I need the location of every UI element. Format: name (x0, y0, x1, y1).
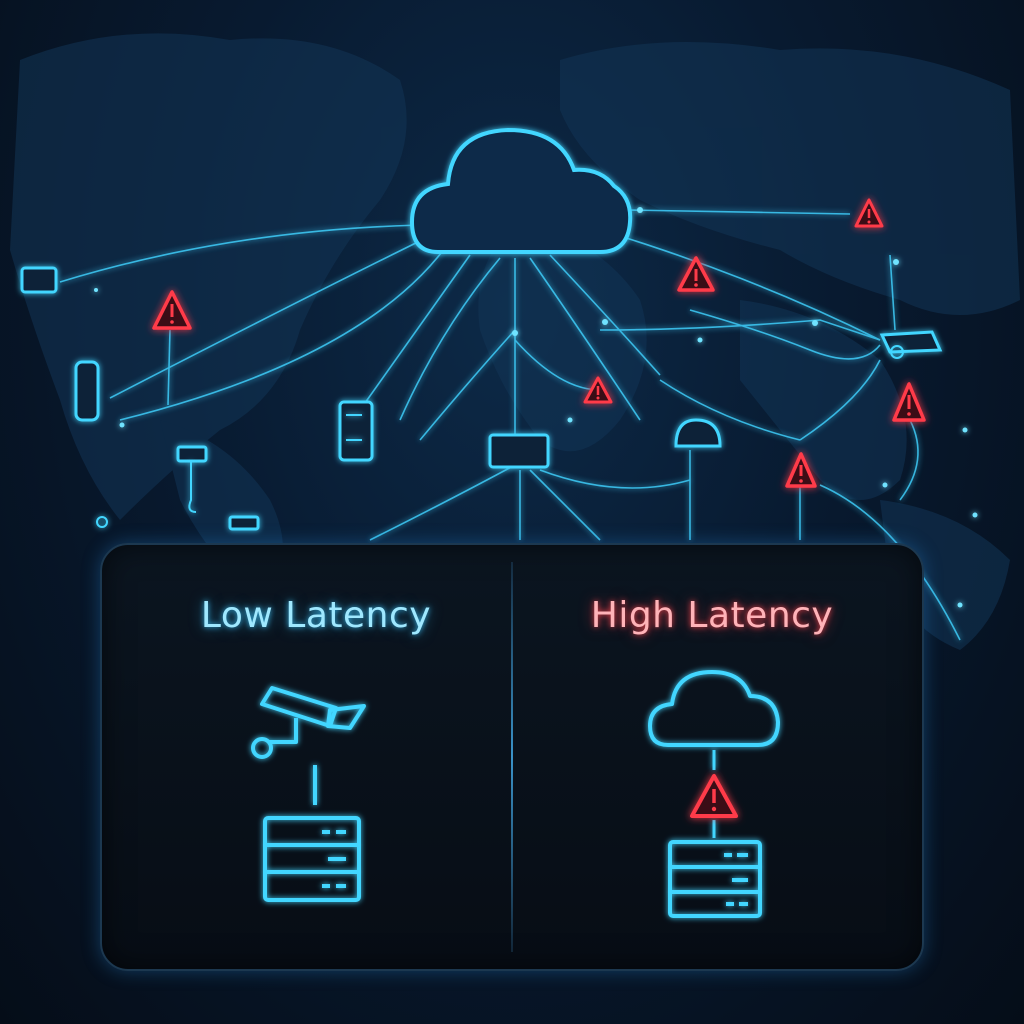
router-icon (674, 418, 722, 448)
network-nodes (94, 207, 978, 608)
warning-triangle-icon (677, 256, 715, 292)
edge-device-icon (20, 266, 58, 294)
warning-triangle-icon (892, 382, 926, 422)
edge-device-icon (228, 515, 260, 531)
network-links (59, 209, 961, 641)
cloud-icon (648, 670, 780, 747)
server-rack-icon (668, 840, 762, 918)
warning-triangle-icon (785, 452, 817, 488)
high-latency-label: High Latency (590, 595, 834, 636)
warning-triangle-icon (583, 376, 613, 404)
edge-device-icon (338, 400, 374, 462)
warning-triangle-icon (690, 774, 738, 818)
high-latency-diagram (648, 670, 780, 838)
security-camera-icon (251, 686, 366, 759)
cloud-icon (409, 127, 633, 254)
panel-divider (511, 562, 513, 952)
warning-triangle-icon (854, 198, 884, 228)
edge-device-icon (74, 360, 100, 422)
low-latency-label: Low Latency (200, 595, 432, 636)
warning-triangle-icon (152, 290, 192, 330)
edge-devices (20, 266, 943, 531)
warning-markers (152, 198, 926, 488)
low-latency-diagram (251, 686, 366, 902)
server-rack-icon (263, 816, 361, 902)
device-details (96, 345, 904, 528)
edge-device-icon (488, 433, 550, 469)
